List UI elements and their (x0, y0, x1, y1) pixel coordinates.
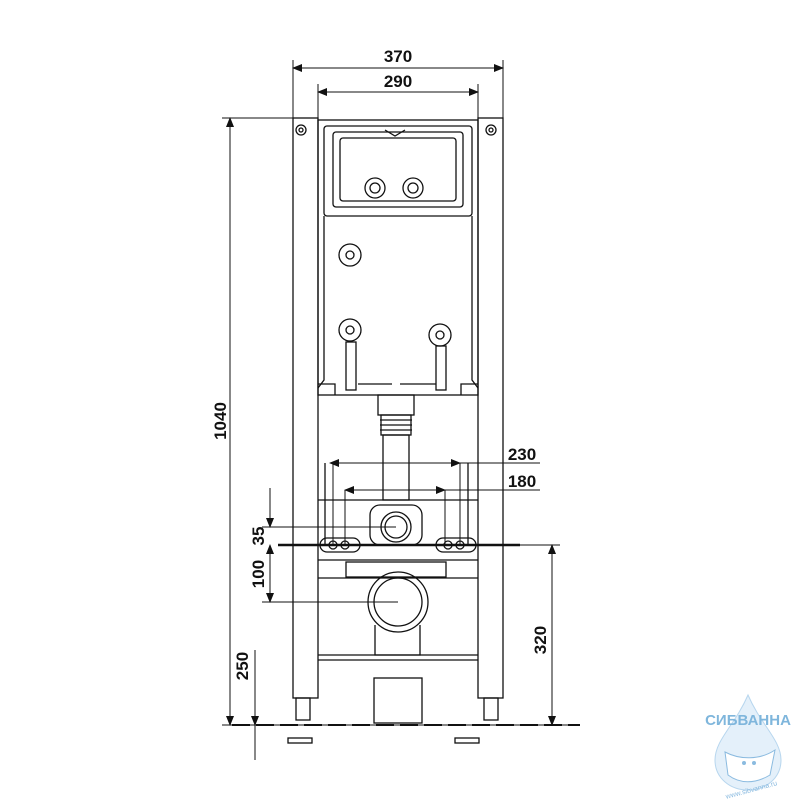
dim-180: 180 (508, 472, 536, 491)
dim-290: 290 (384, 72, 412, 91)
flush-pipe (377, 394, 415, 501)
drain-outlet (318, 559, 478, 724)
logo-name: СИБВАННА (705, 712, 791, 729)
flush-outlet (369, 504, 423, 546)
dim-250: 250 (233, 652, 252, 680)
cistern (317, 119, 479, 396)
dim-370: 370 (384, 47, 412, 66)
dim-230: 230 (508, 445, 536, 464)
dim-1040: 1040 (211, 402, 230, 440)
frame-right-post (454, 117, 504, 744)
sibvanna-logo: СИБВАННА www.sibvanna.ru (705, 693, 791, 800)
dim-100: 100 (249, 560, 268, 588)
dim-35: 35 (249, 527, 268, 546)
dim-320: 320 (531, 626, 550, 654)
frame-left-post (287, 117, 319, 744)
